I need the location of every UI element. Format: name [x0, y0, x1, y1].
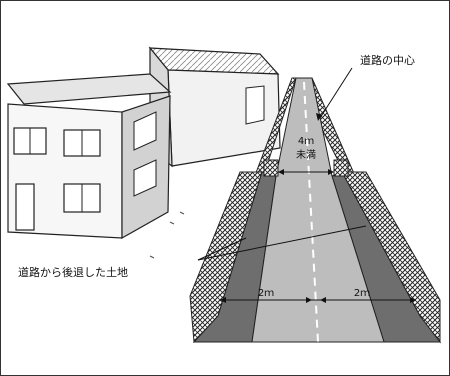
road-center-label: 道路の中心 — [360, 53, 415, 67]
leader-lines — [197, 67, 367, 261]
left-half-width-label: 2ｍ — [258, 288, 274, 299]
setback-land-label: 道路から後退した土地 — [18, 265, 128, 279]
ground-marks — [149, 211, 185, 259]
back-house-window — [245, 85, 265, 125]
front-house-windows — [13, 111, 157, 231]
front-house — [6, 73, 172, 240]
front-house-roof — [6, 73, 172, 105]
left-corner-post — [263, 159, 279, 177]
front-house-door — [15, 183, 35, 231]
right-corner-post — [333, 159, 349, 177]
road — [189, 77, 442, 344]
width-label-bottom: 未満 — [296, 149, 316, 161]
width-label-top: 4ｍ — [298, 136, 314, 147]
road-center-line — [303, 81, 319, 343]
right-half-width-label: 2ｍ — [354, 288, 370, 299]
